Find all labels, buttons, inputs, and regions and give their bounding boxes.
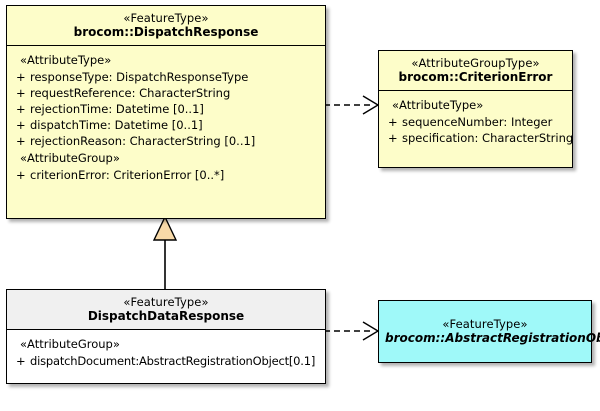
attribute-signature: rejectionTime: Datetime [0..1] bbox=[30, 102, 204, 117]
attribute-group-label: «AttributeGroup» bbox=[20, 151, 120, 166]
attribute-visibility: + bbox=[16, 86, 26, 101]
class-header-criterion-error: «AttributeGroupType» brocom::CriterionEr… bbox=[379, 51, 572, 90]
header-body-divider bbox=[7, 329, 325, 331]
attribute-row[interactable]: + dispatchTime: Datetime [0..1] bbox=[11, 117, 321, 133]
attribute-signature: dispatchTime: Datetime [0..1] bbox=[30, 118, 203, 133]
dependency-dispatchresponse-to-criterionerror[interactable] bbox=[324, 94, 382, 116]
attribute-visibility: + bbox=[16, 70, 26, 85]
attribute-group-label: «AttributeGroup» bbox=[20, 337, 120, 352]
attribute-row[interactable]: + rejectionTime: Datetime [0..1] bbox=[11, 101, 321, 117]
class-header-abstract-registration-object: «FeatureType» brocom::AbstractRegistrati… bbox=[379, 316, 600, 346]
attribute-row[interactable]: + sequenceNumber: Integer bbox=[383, 114, 568, 130]
class-attributes-compartment: «AttributeType» + responseType: Dispatch… bbox=[7, 46, 325, 189]
hollow-triangle-arrowhead bbox=[152, 215, 178, 241]
attribute-visibility: + bbox=[16, 168, 26, 183]
attribute-visibility: + bbox=[16, 134, 26, 149]
class-attributes-compartment: «AttributeType» + sequenceNumber: Intege… bbox=[379, 91, 573, 152]
attribute-visibility: + bbox=[388, 115, 398, 130]
dependency-dispatchdataresponse-to-abstractregistrationobject[interactable] bbox=[324, 320, 382, 342]
class-name: DispatchDataResponse bbox=[87, 309, 245, 324]
attribute-signature: criterionError: CriterionError [0..*] bbox=[30, 168, 225, 183]
attribute-signature: responseType: DispatchResponseType bbox=[30, 70, 249, 85]
class-box-dispatch-response[interactable]: «FeatureType» brocom::DispatchResponse «… bbox=[6, 5, 326, 219]
attribute-row[interactable]: + rejectionReason: CharacterString [0..1… bbox=[11, 133, 321, 149]
class-name: brocom::CriterionError bbox=[398, 70, 553, 85]
attribute-row[interactable]: + requestReference: CharacterString bbox=[11, 85, 321, 101]
header-body-divider bbox=[379, 90, 572, 92]
attribute-visibility: + bbox=[16, 354, 26, 369]
attribute-row[interactable]: + responseType: DispatchResponseType bbox=[11, 69, 321, 85]
class-box-dispatch-data-response[interactable]: «FeatureType» DispatchDataResponse «Attr… bbox=[6, 289, 326, 384]
class-header-dispatch-data-response: «FeatureType» DispatchDataResponse bbox=[7, 290, 325, 330]
attribute-group-label: «AttributeType» bbox=[392, 98, 484, 113]
header-body-divider bbox=[7, 45, 325, 47]
attribute-group-label: «AttributeType» bbox=[20, 53, 112, 68]
attribute-row[interactable]: + specification: CharacterString bbox=[383, 130, 573, 146]
attribute-row[interactable]: + dispatchDocument:AbstractRegistrationO… bbox=[11, 353, 321, 369]
class-name: brocom::AbstractRegistrationObject bbox=[385, 331, 600, 346]
generalization-dispatchdataresponse-to-dispatchresponse[interactable] bbox=[148, 215, 182, 290]
attribute-signature: rejectionReason: CharacterString [0..1] bbox=[30, 134, 256, 149]
attribute-signature: specification: CharacterString bbox=[402, 131, 574, 146]
class-stereotype: «FeatureType» bbox=[123, 11, 209, 25]
class-stereotype: «AttributeGroupType» bbox=[411, 56, 540, 70]
class-attributes-compartment: «AttributeGroup» + dispatchDocument:Abst… bbox=[7, 330, 325, 375]
attribute-signature: sequenceNumber: Integer bbox=[402, 115, 553, 130]
attribute-row[interactable]: + criterionError: CriterionError [0..*] bbox=[11, 167, 321, 183]
class-name: brocom::DispatchResponse bbox=[73, 25, 259, 40]
class-stereotype: «FeatureType» bbox=[442, 316, 528, 331]
class-box-criterion-error[interactable]: «AttributeGroupType» brocom::CriterionEr… bbox=[378, 50, 573, 168]
attribute-signature: dispatchDocument:AbstractRegistrationObj… bbox=[30, 354, 316, 369]
attribute-visibility: + bbox=[16, 118, 26, 133]
class-header-dispatch-response: «FeatureType» brocom::DispatchResponse bbox=[7, 6, 325, 45]
class-box-abstract-registration-object[interactable]: «FeatureType» brocom::AbstractRegistrati… bbox=[378, 300, 600, 363]
class-stereotype: «FeatureType» bbox=[123, 295, 209, 309]
attribute-signature: requestReference: CharacterString bbox=[30, 86, 231, 101]
attribute-visibility: + bbox=[388, 131, 398, 146]
attribute-visibility: + bbox=[16, 102, 26, 117]
